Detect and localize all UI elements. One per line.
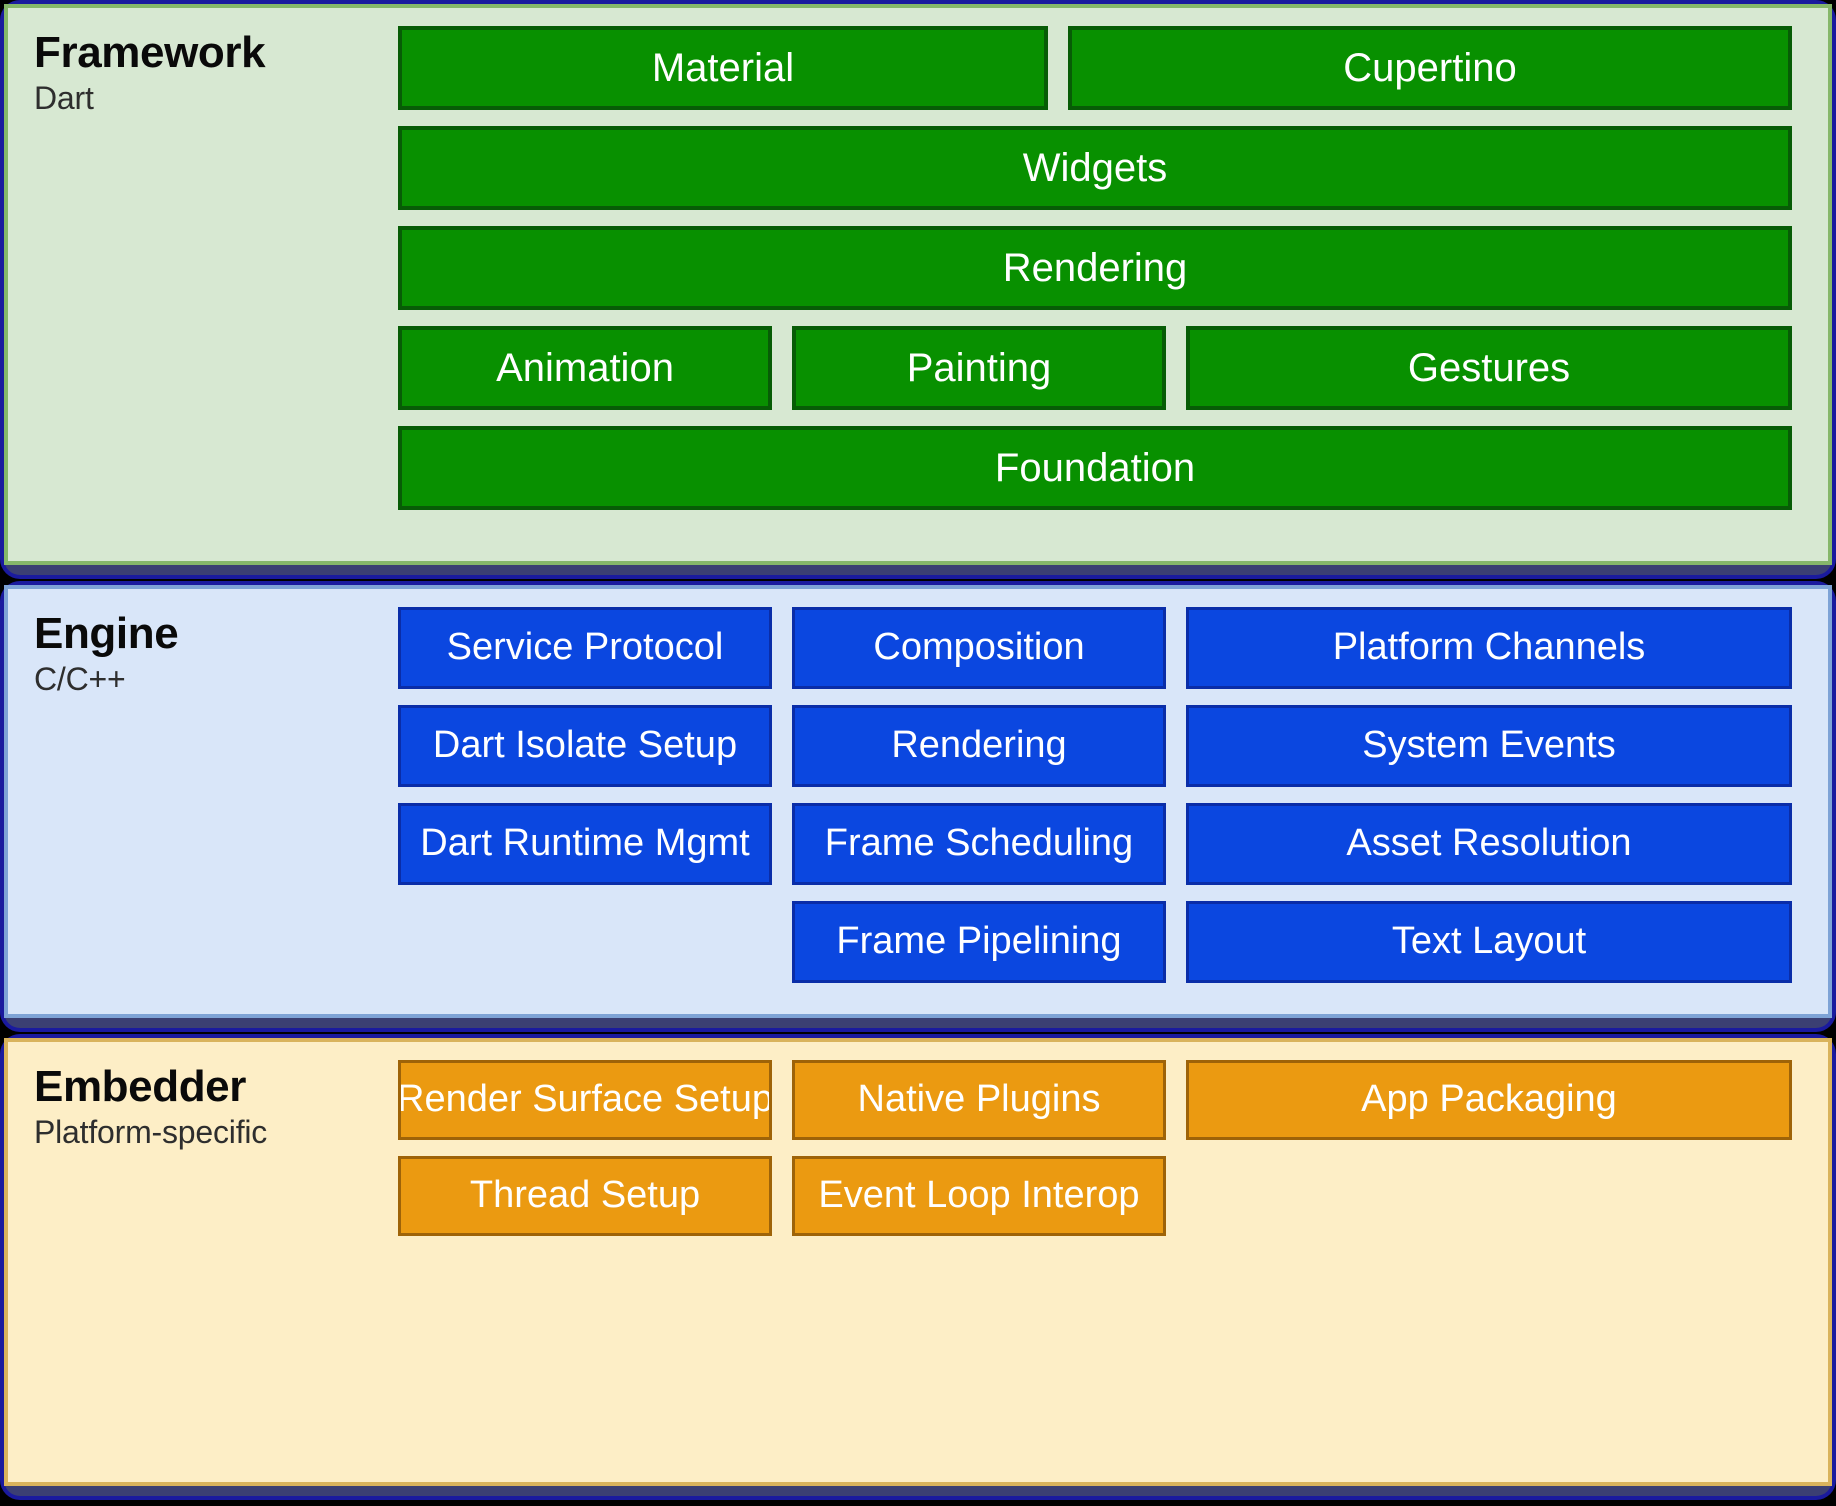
module-native-plugins[interactable]: Native Plugins [792, 1060, 1166, 1140]
module-cupertino[interactable]: Cupertino [1068, 26, 1792, 110]
module-asset-resolution[interactable]: Asset Resolution [1186, 803, 1792, 885]
module-text-layout[interactable]: Text Layout [1186, 901, 1792, 983]
layer-framework-panel: Framework Dart Material Cupertino Widget… [4, 4, 1832, 565]
embedder-row-1: Render Surface Setup Native Plugins App … [398, 1060, 1792, 1140]
module-material[interactable]: Material [398, 26, 1048, 110]
framework-row-2: Widgets [398, 126, 1792, 210]
framework-row-3: Rendering [398, 226, 1792, 310]
module-event-loop-interop[interactable]: Event Loop Interop [792, 1156, 1166, 1236]
layer-engine: Engine C/C++ Service Protocol Compositio… [4, 585, 1832, 1028]
module-engine-rendering[interactable]: Rendering [792, 705, 1166, 787]
layer-framework-label: Framework Dart [28, 26, 398, 117]
engine-row-1: Service Protocol Composition Platform Ch… [398, 607, 1792, 689]
engine-row-2: Dart Isolate Setup Rendering System Even… [398, 705, 1792, 787]
layer-engine-label: Engine C/C++ [28, 607, 398, 698]
module-dart-isolate-setup[interactable]: Dart Isolate Setup [398, 705, 772, 787]
module-app-packaging[interactable]: App Packaging [1186, 1060, 1792, 1140]
engine-row-4-empty-slot [398, 901, 772, 983]
module-foundation[interactable]: Foundation [398, 426, 1792, 510]
embedder-row-2-empty-slot [1186, 1156, 1792, 1236]
layer-embedder-label: Embedder Platform-specific [28, 1060, 398, 1151]
module-widgets[interactable]: Widgets [398, 126, 1792, 210]
layer-framework-title: Framework [34, 28, 266, 77]
layer-engine-panel: Engine C/C++ Service Protocol Compositio… [4, 585, 1832, 1018]
module-render-surface-setup[interactable]: Render Surface Setup [398, 1060, 772, 1140]
engine-row-4: Frame Pipelining Text Layout [398, 901, 1792, 983]
module-rendering[interactable]: Rendering [398, 226, 1792, 310]
embedder-row-2: Thread Setup Event Loop Interop [398, 1156, 1792, 1236]
layer-embedder-panel: Embedder Platform-specific Render Surfac… [4, 1038, 1832, 1486]
layer-embedder-title: Embedder [34, 1062, 246, 1111]
module-platform-channels[interactable]: Platform Channels [1186, 607, 1792, 689]
layer-engine-modules: Service Protocol Composition Platform Ch… [398, 607, 1792, 983]
module-frame-pipelining[interactable]: Frame Pipelining [792, 901, 1166, 983]
module-thread-setup[interactable]: Thread Setup [398, 1156, 772, 1236]
layer-framework-subtitle: Dart [34, 79, 94, 116]
framework-row-1: Material Cupertino [398, 26, 1792, 110]
module-frame-scheduling[interactable]: Frame Scheduling [792, 803, 1166, 885]
module-system-events[interactable]: System Events [1186, 705, 1792, 787]
module-gestures[interactable]: Gestures [1186, 326, 1792, 410]
layer-embedder-modules: Render Surface Setup Native Plugins App … [398, 1060, 1792, 1236]
module-animation[interactable]: Animation [398, 326, 772, 410]
layer-embedder-subtitle: Platform-specific [34, 1113, 268, 1150]
module-composition[interactable]: Composition [792, 607, 1166, 689]
framework-row-4: Animation Painting Gestures [398, 326, 1792, 410]
engine-row-3: Dart Runtime Mgmt Frame Scheduling Asset… [398, 803, 1792, 885]
layer-embedder: Embedder Platform-specific Render Surfac… [4, 1038, 1832, 1496]
module-service-protocol[interactable]: Service Protocol [398, 607, 772, 689]
layer-engine-title: Engine [34, 609, 179, 658]
module-painting[interactable]: Painting [792, 326, 1166, 410]
framework-row-5: Foundation [398, 426, 1792, 510]
layer-framework-modules: Material Cupertino Widgets Rendering Ani… [398, 26, 1792, 510]
module-dart-runtime-mgmt[interactable]: Dart Runtime Mgmt [398, 803, 772, 885]
layer-engine-subtitle: C/C++ [34, 660, 126, 697]
layer-framework: Framework Dart Material Cupertino Widget… [4, 4, 1832, 575]
